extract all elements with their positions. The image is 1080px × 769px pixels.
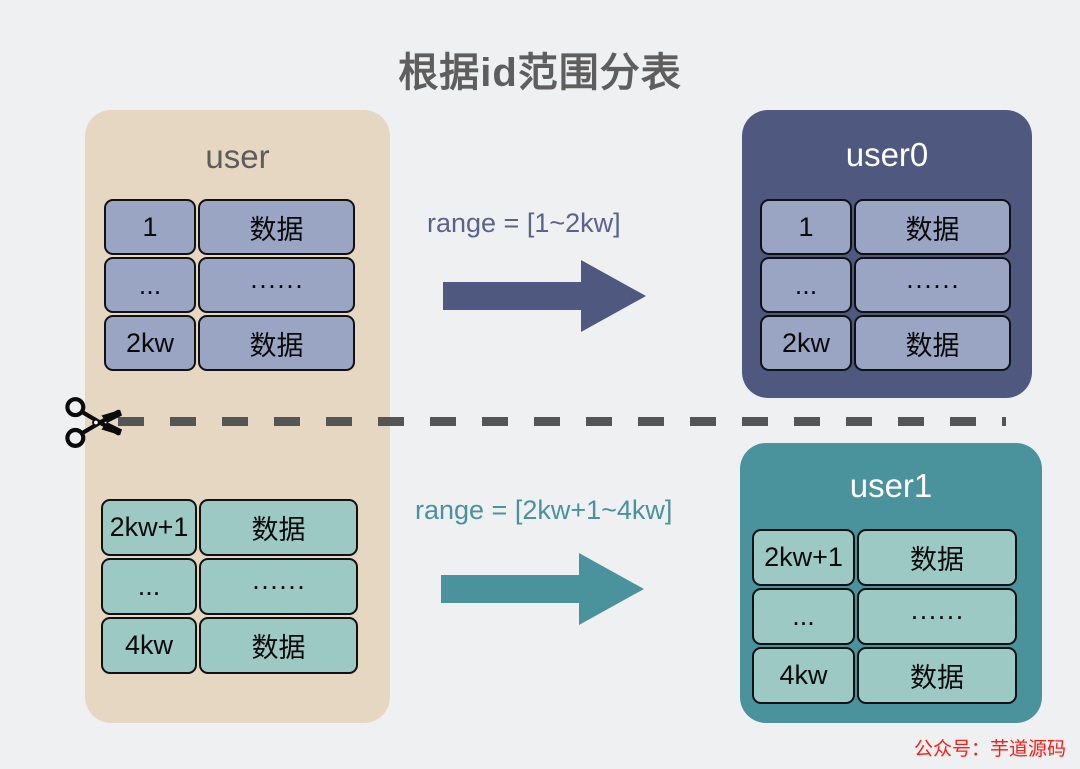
table-cell-data: 数据: [198, 315, 355, 371]
table-cell-id: 4kw: [101, 617, 197, 674]
table-cell-id: ...: [760, 257, 852, 313]
shard-table-user1: 2kw+1 数据 ... ······ 4kw 数据: [752, 529, 1017, 704]
shard-title-user1: user1: [849, 467, 933, 504]
arrow-to-user1: [441, 553, 644, 625]
source-top-table: 1 数据 ... ······ 2kw 数据: [104, 199, 355, 371]
table-cell-data: ······: [198, 257, 355, 313]
table-cell-id: 2kw+1: [752, 529, 855, 586]
table-cell-data: 数据: [854, 315, 1011, 371]
table-cell-id: ...: [101, 558, 197, 615]
table-cell-id: 2kw+1: [101, 499, 197, 556]
cut-dashed-line: [118, 417, 1006, 426]
table-cell-data: 数据: [199, 499, 358, 556]
table-cell-data: ······: [857, 588, 1017, 645]
table-cell-data: 数据: [857, 647, 1017, 704]
table-cell-id: ...: [752, 588, 855, 645]
page-title: 根据id范围分表: [398, 51, 682, 95]
table-cell-id: 2kw: [104, 315, 196, 371]
table-cell-id: 1: [760, 199, 852, 255]
watermark-text: 公众号：芋道源码: [913, 739, 1066, 760]
table-cell-data: 数据: [199, 617, 358, 674]
table-cell-data: 数据: [198, 199, 355, 255]
range-label-user0: range = [1~2kw]: [427, 208, 621, 238]
table-cell-data: ······: [854, 257, 1011, 313]
table-cell-data: ······: [199, 558, 358, 615]
table-cell-data: 数据: [854, 199, 1011, 255]
arrow-to-user0: [443, 260, 646, 332]
scissors-icon: [65, 397, 122, 448]
source-table-title: user: [205, 138, 270, 175]
table-cell-id: 2kw: [760, 315, 852, 371]
shard-table-user0: 1 数据 ... ······ 2kw 数据: [760, 199, 1011, 371]
table-cell-id: 1: [104, 199, 196, 255]
table-cell-id: ...: [104, 257, 196, 313]
source-bottom-table: 2kw+1 数据 ... ······ 4kw 数据: [101, 499, 358, 674]
shard-title-user0: user0: [845, 136, 929, 173]
range-label-user1: range = [2kw+1~4kw]: [415, 495, 673, 525]
table-cell-id: 4kw: [752, 647, 855, 704]
table-cell-data: 数据: [857, 529, 1017, 586]
